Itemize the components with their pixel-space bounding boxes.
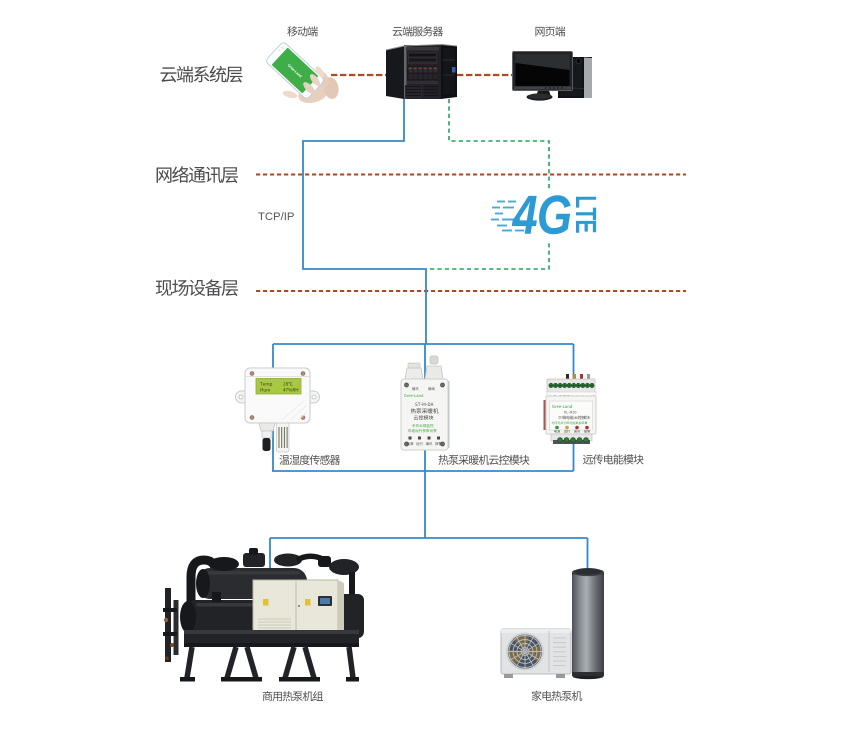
svg-text:TCP/IP: TCP/IP — [258, 211, 294, 223]
